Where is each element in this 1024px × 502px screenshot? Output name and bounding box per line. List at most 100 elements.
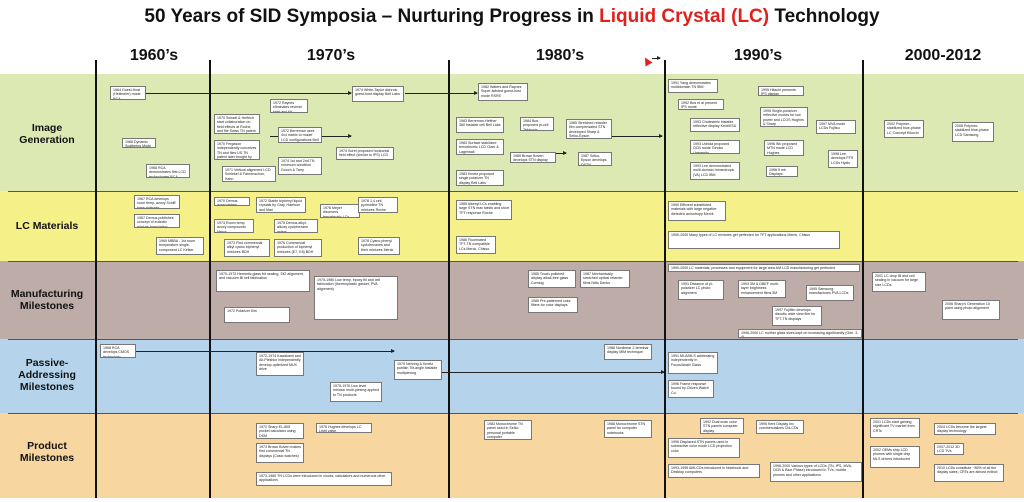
timeline-entry: 1974 Soref proposed horizontal field eff… bbox=[336, 147, 394, 160]
timeline-entry: 1993 Uchida proposed OCB mode Tohoku Uni… bbox=[690, 140, 740, 154]
timeline-entry: 1985 Stretched retarder film compensated… bbox=[566, 119, 612, 139]
timeline-entry: 1969 MBBA - 1st room temperature single-… bbox=[156, 237, 204, 255]
title-suffix: Technology bbox=[769, 6, 880, 27]
row-divider bbox=[8, 339, 1018, 340]
row-label-line: Milestones bbox=[19, 381, 75, 393]
timeline-entry: 2001 LC drop fill and cell sealing in va… bbox=[872, 272, 926, 292]
row-label-line: Manufacturing bbox=[10, 288, 84, 300]
timeline-entry: 1970 Fergason independently conceives TN… bbox=[214, 140, 260, 160]
timeline-entry: 1995 Samsung manufactures PVA LCDs bbox=[806, 285, 854, 301]
timeline-entry: 1996 5 mk Displays bbox=[766, 166, 798, 177]
timeline-arrow bbox=[652, 56, 661, 60]
timeline-arrow bbox=[442, 370, 665, 374]
timeline-entry: 1990 Efficient substituted materials wit… bbox=[668, 201, 726, 221]
row-label-line: Milestones bbox=[19, 300, 75, 312]
timeline-entry: 1971 Vertical alignment LCD Schiekel & F… bbox=[222, 166, 276, 182]
timeline-entry: 1979 Nehring & Kmetz publish Tilt-angle … bbox=[394, 360, 442, 380]
timeline-entry: 1998 Lee develops FFS LCDs Hydis bbox=[828, 150, 858, 168]
timeline-entry: 1975 Demus alkyl-alkoxy cyclohexane este… bbox=[274, 219, 318, 233]
timeline-entry: 1978 Cyano phenyl cyclohexanes and their… bbox=[358, 237, 400, 255]
timeline-entry: 2002 Polymer-stabilized blue-phase LC Co… bbox=[884, 120, 924, 138]
decade-1960s: 1960’s bbox=[129, 47, 179, 64]
title-prefix: 50 Years of SID Symposia – Nurturing Pro… bbox=[144, 6, 600, 27]
timeline-arrow bbox=[612, 134, 663, 138]
decade-divider bbox=[209, 60, 211, 498]
row-label-line: Passive- bbox=[25, 357, 69, 369]
timeline-entry: 1983 Kmetz proposed single polarizer TN … bbox=[456, 170, 504, 186]
timeline-entry: 1984 Bos proposed pi-cell Tektronix bbox=[520, 117, 554, 131]
decade-1980s: 1980’s bbox=[535, 47, 585, 64]
decade-divider bbox=[664, 60, 666, 498]
timeline-entry: 1992 Bos et al present IPS mode bbox=[678, 99, 724, 110]
timeline-arrow bbox=[145, 91, 352, 95]
timeline-entry: 1985 Pre-patterned color filters for col… bbox=[528, 297, 578, 313]
timeline-entry: 1990-2000 LC materials, processes and eq… bbox=[668, 264, 860, 272]
row-divider bbox=[8, 261, 1018, 262]
row-label-line: Addressing bbox=[18, 369, 76, 381]
row-label-line: Image bbox=[31, 122, 63, 134]
timeline-entry: 2006 Sharp's Generation 10 plant using p… bbox=[942, 300, 1000, 320]
timeline-entry: 1976 Meyer discovers ferroelectric LCs bbox=[320, 204, 360, 218]
timeline-entry: 2008 Polymer-stabilized blue-phase LCD S… bbox=[952, 122, 994, 142]
timeline-entry: 1966 Dynamic Scattering Mode bbox=[122, 138, 156, 148]
timeline-entry: 1996-2000 LC mother glass sizes kept on … bbox=[738, 329, 862, 338]
row-divider bbox=[8, 413, 1018, 414]
timeline-entry: 1993 Cholesteric bistable reflective dis… bbox=[690, 118, 740, 132]
row-label-product: Product Milestones bbox=[4, 440, 90, 464]
timeline-entry: 1987 Mechanically stretched optical reta… bbox=[580, 270, 630, 288]
timeline-entry: 1995 Kent Display Inc commercializes ChL… bbox=[756, 420, 804, 434]
row-label-image-generation: Image Generation bbox=[4, 122, 90, 146]
timeline-entry: 1986 Nonlinear 2-terminal display MIM te… bbox=[604, 344, 652, 360]
timeline-entry: 1968 RCA demonstrates first LCD technolo… bbox=[146, 164, 190, 178]
timeline-entry: 1983 Berreman-Heffner 360 bistable cell … bbox=[456, 117, 504, 133]
mouse-cursor-icon bbox=[641, 55, 653, 67]
timeline-entry: 2001 LCDs start gaining significant TV m… bbox=[870, 418, 920, 438]
timeline-entry: 1967 RCA develops room temp. azoxy Schif… bbox=[134, 195, 180, 209]
timeline-entry: 1995 Single-polarizer reflective modes f… bbox=[760, 107, 808, 127]
timeline-entry: 1996-2000 Various types of LCDs (TN, IPS… bbox=[770, 462, 862, 482]
decade-1970s: 1970’s bbox=[306, 47, 356, 64]
chart-title: 50 Years of SID Symposia – Nurturing Pro… bbox=[0, 6, 1024, 28]
timeline-entry: 1985 Brown Boveri develops STN display bbox=[510, 152, 556, 163]
timeline-entry: 1974 1st and 2nd TN minimum condition Go… bbox=[278, 157, 322, 175]
timeline-entry: 1970-1973 Hermetic glass frit sealing, S… bbox=[216, 270, 310, 292]
timeline-entry: 1967 Demus publishes concept of eutectic… bbox=[134, 214, 180, 228]
timeline-entry: 1993 3M & DBEF multi-layer brightness en… bbox=[738, 280, 786, 298]
timeline-entry: 2007-2012 3D LCD TVs bbox=[934, 443, 964, 455]
row-label-lc-materials: LC Materials bbox=[4, 220, 90, 232]
timeline-entry: 1991 Yang demonstrates multidomain TN IB… bbox=[668, 79, 718, 93]
timeline-entry: 1995 Hitachi presents IPS display bbox=[758, 86, 804, 96]
timeline-arrow bbox=[136, 349, 395, 353]
timeline-entry: 1983 Monochrome TN panel used in Seiko p… bbox=[484, 420, 532, 440]
timeline-entry: 1978 1,4 cell pyrimidine TN mixtures Roc… bbox=[358, 197, 398, 213]
timeline-entry: 1973 Brown Boveri makes first commercial… bbox=[256, 443, 304, 463]
timeline-entry: 1976 Hughes develops LC Light valve bbox=[316, 423, 372, 433]
row-label-passive-addressing: Passive- Addressing Milestones bbox=[4, 357, 90, 393]
timeline-entry: 1973-1980 TN LCDs were introduced in clo… bbox=[256, 472, 392, 486]
timeline-entry: 1985 Alkenyl LCs enabling large STN max … bbox=[456, 200, 512, 220]
timeline-entry: 2010 LCDs constitute ~85% of all the dis… bbox=[934, 464, 1004, 482]
timeline-entry: 1964 Guest-Host (Heilmeier) mode RCA bbox=[110, 86, 146, 100]
timeline-entry: 1996 Frame response bound by Citizen Wat… bbox=[668, 380, 714, 398]
decade-divider bbox=[448, 60, 450, 498]
timeline-entry: 1990-2000 Many types of LC mixtures get … bbox=[668, 231, 840, 249]
timeline-entry: 1972 Raynes eliminates reverse twist and… bbox=[270, 99, 308, 113]
timeline-entry: 1973 First commercial alkyl cyano biphen… bbox=[224, 239, 270, 257]
row-label-line: Product bbox=[27, 440, 67, 452]
timeline-entry: 1975-1976 Low level intrinsic multi-plex… bbox=[330, 382, 382, 402]
timeline-entry: 1985 Touch-polished display alkali-free … bbox=[528, 270, 576, 288]
timeline-entry: 1972-1974 Kawakami and Alt-Pleshko indep… bbox=[256, 352, 304, 376]
decade-divider bbox=[862, 60, 864, 498]
timeline-entry: 1982 Waters and Raynes Super-twisted gue… bbox=[478, 83, 528, 101]
timeline-entry: 1992 Dual scan color STN panels computer… bbox=[700, 418, 744, 434]
timeline-entry: 1996 Displaced STN panels used in subtra… bbox=[668, 438, 740, 458]
timeline-entry: 1988 Monochrome STN panel for computer n… bbox=[604, 420, 652, 438]
timeline-entry: 1975-1980 Low temp. epoxy fill and cell … bbox=[314, 276, 398, 320]
timeline-arrow bbox=[405, 91, 478, 95]
timeline-entry: 1974 White-Taylor dichroic guest-host di… bbox=[352, 86, 404, 102]
timeline-entry: 1987 Seiko-Epson develops DSTN bbox=[578, 152, 612, 166]
timeline-entry: 1972 Stable biphenyl liquid crystals by … bbox=[256, 197, 306, 213]
timeline-entry: 1968 RCA develops CMOS technology bbox=[100, 344, 136, 358]
timeline-entry: 2004 LCDs become the largest display tec… bbox=[934, 423, 996, 435]
timeline-entry: 1970 Schadt & Helfrich start collaborati… bbox=[214, 114, 260, 134]
